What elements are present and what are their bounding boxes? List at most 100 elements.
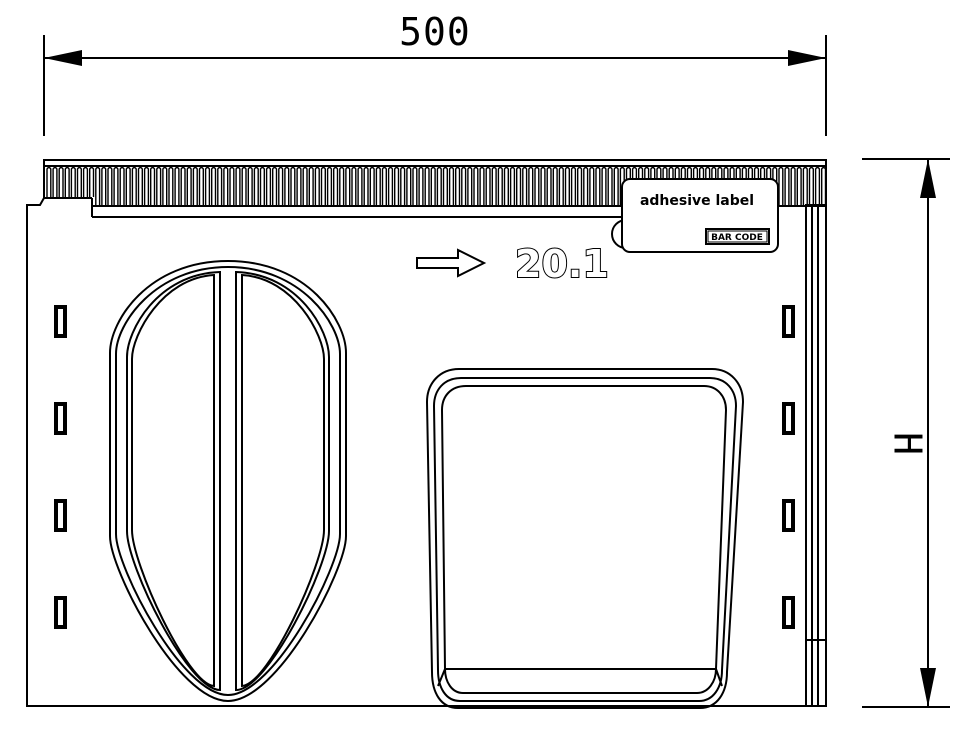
tooth	[455, 166, 461, 205]
tooth	[552, 166, 558, 205]
tooth	[259, 166, 265, 205]
tooth	[717, 166, 723, 205]
tooth	[70, 166, 76, 197]
tooth	[186, 166, 192, 205]
tooth	[796, 166, 802, 205]
tooth	[296, 166, 302, 205]
tooth	[638, 166, 644, 205]
tooth	[479, 166, 485, 205]
tooth	[491, 166, 497, 205]
tooth	[509, 166, 516, 205]
tooth	[821, 166, 827, 205]
tooth	[217, 166, 223, 205]
tooth	[699, 166, 705, 205]
tooth	[119, 166, 125, 205]
tooth	[101, 166, 107, 205]
tooth	[247, 166, 253, 205]
left-slots	[54, 305, 67, 629]
tooth	[168, 166, 174, 205]
right-side-rail	[805, 204, 827, 707]
tooth	[729, 166, 735, 205]
tooth	[564, 166, 570, 205]
tooth	[723, 166, 729, 205]
tooth	[357, 166, 363, 205]
tooth	[705, 166, 711, 205]
tooth	[595, 166, 601, 205]
tooth	[308, 166, 314, 205]
tooth	[784, 166, 790, 205]
tooth	[570, 166, 577, 205]
tooth	[558, 166, 564, 205]
tooth	[516, 166, 522, 205]
direction-arrow	[416, 248, 487, 278]
tooth	[735, 166, 741, 205]
tooth	[235, 166, 241, 205]
tooth	[692, 166, 699, 205]
tooth	[778, 166, 784, 205]
tooth	[137, 166, 143, 205]
tooth	[180, 166, 186, 205]
tooth	[150, 166, 156, 205]
tooth	[656, 166, 662, 205]
tooth	[284, 166, 290, 205]
tooth	[95, 166, 101, 205]
tooth	[89, 166, 95, 197]
tooth	[375, 166, 381, 205]
tooth	[400, 166, 406, 205]
tooth	[131, 166, 137, 205]
tooth	[577, 166, 583, 205]
tooth	[503, 166, 509, 205]
trapezoid-recess	[425, 368, 745, 709]
tooth	[278, 166, 284, 205]
tooth	[333, 166, 339, 205]
tooth	[546, 166, 552, 205]
tooth	[113, 166, 119, 205]
tooth	[662, 166, 668, 205]
adhesive-label-text: adhesive label	[640, 193, 754, 209]
tooth	[650, 166, 656, 205]
tooth	[351, 166, 357, 205]
tooth	[46, 166, 52, 197]
tooth	[747, 166, 753, 205]
tooth	[198, 166, 204, 205]
tooth	[461, 166, 467, 205]
tooth	[272, 166, 278, 205]
tooth	[229, 166, 235, 205]
tooth	[436, 166, 442, 205]
tooth	[644, 166, 650, 205]
tooth	[369, 166, 375, 205]
tooth	[418, 166, 424, 205]
tooth	[680, 166, 686, 205]
right-slots	[782, 305, 795, 629]
tooth	[387, 166, 394, 205]
tooth	[204, 166, 211, 205]
tooth	[741, 166, 747, 205]
tooth	[534, 166, 540, 205]
tooth	[174, 166, 180, 205]
tooth	[540, 166, 546, 205]
tooth	[363, 166, 369, 205]
tooth	[406, 166, 412, 205]
tooth	[241, 166, 247, 205]
tooth	[467, 166, 473, 205]
tooth	[497, 166, 503, 205]
tooth	[64, 166, 70, 197]
tooth	[253, 166, 259, 205]
tooth	[339, 166, 345, 205]
tooth	[58, 166, 64, 197]
tooth	[631, 166, 638, 205]
tooth	[802, 166, 808, 205]
tooth	[345, 166, 351, 205]
tooth	[211, 166, 217, 205]
tooth	[412, 166, 418, 205]
tooth	[143, 166, 150, 205]
tooth	[320, 166, 326, 205]
height-dimension-label: H	[886, 432, 930, 456]
tooth	[766, 166, 772, 205]
barcode-label: BAR CODE	[711, 233, 763, 243]
tooth	[772, 166, 778, 205]
tooth	[522, 166, 528, 205]
tooth	[192, 166, 198, 205]
